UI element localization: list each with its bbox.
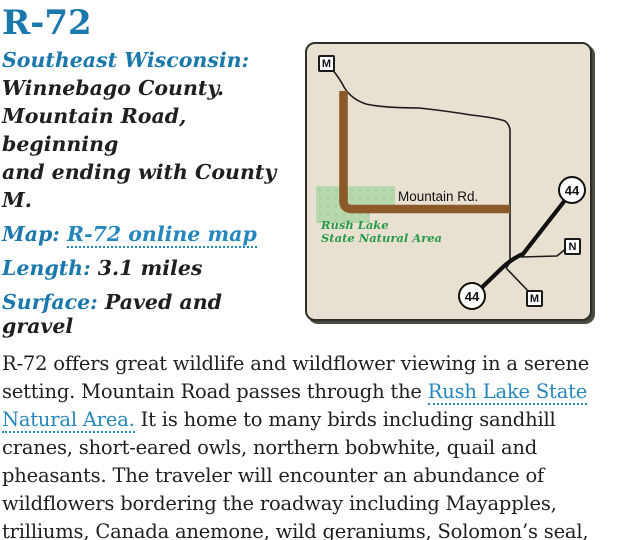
- county-m-badge-bottom: M: [526, 290, 543, 307]
- region-line-1: Winnebago County.: [2, 76, 225, 100]
- map-label: Map:: [2, 222, 60, 246]
- length-value: 3.1 miles: [97, 256, 203, 280]
- county-m-road-line: [331, 68, 511, 269]
- natural-area-label: Rush Lake State Natural Area: [321, 219, 442, 244]
- rush-lake-link[interactable]: Rush Lake State Natural Area.: [2, 380, 588, 433]
- region-line-3: and ending with County M.: [2, 160, 277, 212]
- highway-44-badge-bottom: 44: [458, 282, 486, 310]
- length-meta-row: Length: 3.1 miles: [2, 256, 630, 280]
- length-label: Length:: [2, 256, 91, 280]
- online-map-link[interactable]: R-72 online map: [67, 222, 257, 248]
- mountain-road-label: Mountain Rd.: [398, 189, 479, 204]
- route-map: Mountain Rd. Rush Lake State Natural Are…: [305, 42, 598, 327]
- natural-area-label-line1: Rush Lake: [321, 218, 389, 232]
- description-after-link: It is home to many birds including sandh…: [2, 408, 589, 540]
- description-paragraph: R-72 offers great wildlife and wildflowe…: [2, 350, 630, 540]
- region-label: Southeast Wisconsin:: [2, 48, 250, 72]
- highway-44-line: [470, 188, 575, 299]
- surface-value: Paved and gravel: [2, 290, 222, 338]
- region-block: Southeast Wisconsin: Winnebago County. M…: [2, 46, 630, 214]
- map-canvas: Mountain Rd. Rush Lake State Natural Are…: [305, 42, 592, 321]
- roads-graphic: [331, 68, 575, 299]
- surface-meta-row: Surface: Paved and gravel: [2, 290, 630, 338]
- map-meta-row: Map: R-72 online map: [2, 222, 630, 248]
- region-line-2: Mountain Road, beginning: [2, 104, 187, 156]
- county-m-badge-top: M: [318, 55, 335, 72]
- surface-label: Surface:: [2, 290, 98, 314]
- county-m-south-road-line: [505, 267, 532, 295]
- description-before-link: R-72 offers great wildlife and wildflowe…: [2, 352, 590, 403]
- highway-44-badge-top: 44: [558, 176, 586, 204]
- natural-area-label-line2: State Natural Area: [321, 230, 442, 245]
- route-r72-line: [339, 91, 510, 214]
- page-title: R-72: [2, 3, 92, 43]
- county-n-badge: N: [564, 238, 581, 255]
